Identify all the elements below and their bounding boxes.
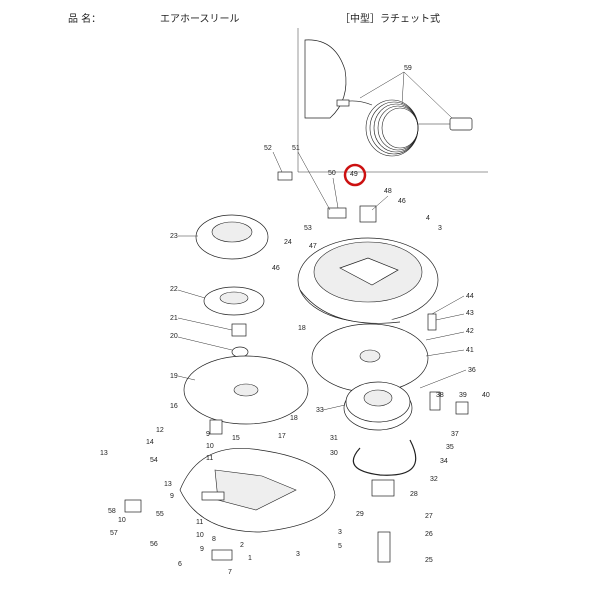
highlight-circle-49 bbox=[343, 163, 367, 187]
product-name: エアホースリール bbox=[160, 14, 240, 25]
callout-42: 42 bbox=[466, 328, 474, 335]
base-housing bbox=[179, 447, 336, 533]
callout-32: 32 bbox=[430, 476, 438, 483]
callout-4: 4 bbox=[426, 215, 430, 222]
callout-46b: 46 bbox=[272, 265, 280, 272]
callout-49: 49 bbox=[350, 171, 358, 178]
callout-9: 9 bbox=[206, 431, 210, 438]
callout-2: 2 bbox=[240, 542, 244, 549]
callout-40: 40 bbox=[482, 392, 490, 399]
callout-12: 12 bbox=[156, 427, 164, 434]
callout-53: 53 bbox=[304, 225, 312, 232]
callout-27: 27 bbox=[425, 513, 433, 520]
housing-left-parts bbox=[195, 214, 269, 358]
callout-54: 54 bbox=[150, 457, 158, 464]
callout-labels: 59 52 51 50 49 48 46 4 3 53 23 24 47 46 … bbox=[100, 65, 490, 576]
hose-spool bbox=[343, 381, 413, 431]
callout-6: 6 bbox=[178, 561, 182, 568]
callout-57: 57 bbox=[110, 530, 118, 537]
callout-30: 30 bbox=[330, 450, 338, 457]
callout-15: 15 bbox=[232, 435, 240, 442]
callout-28: 28 bbox=[410, 491, 418, 498]
callout-43: 43 bbox=[466, 310, 474, 317]
callout-16: 16 bbox=[170, 403, 178, 410]
callout-19: 19 bbox=[170, 373, 178, 380]
callout-48: 48 bbox=[384, 188, 392, 195]
callout-18b: 18 bbox=[290, 415, 298, 422]
callout-26: 26 bbox=[425, 531, 433, 538]
hose-inset bbox=[297, 28, 488, 173]
callout-36: 36 bbox=[468, 367, 476, 374]
callout-20: 20 bbox=[170, 333, 178, 340]
callout-13b: 13 bbox=[164, 481, 172, 488]
callout-10c: 10 bbox=[196, 532, 204, 539]
callout-8: 8 bbox=[212, 536, 216, 543]
callout-3: 3 bbox=[438, 225, 442, 232]
callout-9c: 9 bbox=[200, 546, 204, 553]
hose-line bbox=[352, 439, 417, 563]
callout-11: 11 bbox=[206, 455, 213, 462]
callout-21: 21 bbox=[170, 315, 178, 322]
callout-10: 10 bbox=[206, 443, 214, 450]
callout-37: 37 bbox=[451, 431, 459, 438]
callout-13: 13 bbox=[100, 450, 108, 457]
callout-35: 35 bbox=[446, 444, 454, 451]
reel-disc-upper bbox=[311, 323, 429, 393]
callout-51: 51 bbox=[292, 145, 300, 152]
callout-23: 23 bbox=[170, 233, 178, 240]
callout-1: 1 bbox=[248, 555, 252, 562]
callout-46: 46 bbox=[398, 198, 406, 205]
callout-3b: 3 bbox=[338, 529, 342, 536]
item-label: 品 名： bbox=[68, 14, 102, 25]
callout-29: 29 bbox=[356, 511, 364, 518]
callout-24: 24 bbox=[284, 239, 292, 246]
callout-33: 33 bbox=[316, 407, 324, 414]
callout-5: 5 bbox=[338, 543, 342, 550]
callout-17: 17 bbox=[278, 433, 286, 440]
callout-39: 39 bbox=[459, 392, 467, 399]
callout-44: 44 bbox=[466, 293, 474, 300]
callout-9b: 9 bbox=[170, 493, 174, 500]
reel-drum bbox=[297, 237, 439, 324]
type-label: ［中型］ラチェット式 bbox=[340, 14, 440, 25]
callout-56: 56 bbox=[150, 541, 158, 548]
callout-47: 47 bbox=[309, 243, 317, 250]
leader-lines bbox=[177, 151, 467, 411]
callout-25: 25 bbox=[425, 557, 433, 564]
callout-34: 34 bbox=[440, 458, 448, 465]
callout-50: 50 bbox=[328, 170, 336, 177]
callout-38: 38 bbox=[436, 392, 444, 399]
callout-52: 52 bbox=[264, 145, 272, 152]
callout-10b: 10 bbox=[118, 517, 126, 524]
callout-58: 58 bbox=[108, 508, 116, 515]
callout-7: 7 bbox=[228, 569, 232, 576]
reel-disc-lower bbox=[183, 355, 309, 425]
callout-31: 31 bbox=[330, 435, 338, 442]
callout-55: 55 bbox=[156, 511, 164, 518]
small-parts bbox=[124, 171, 469, 561]
callout-14: 14 bbox=[146, 439, 154, 446]
callout-59: 59 bbox=[404, 65, 412, 72]
callout-18: 18 bbox=[298, 325, 306, 332]
callout-22: 22 bbox=[170, 286, 178, 293]
callout-3c: 3 bbox=[296, 551, 300, 558]
callout-41: 41 bbox=[466, 347, 474, 354]
callout-11b: 11 bbox=[196, 519, 203, 526]
